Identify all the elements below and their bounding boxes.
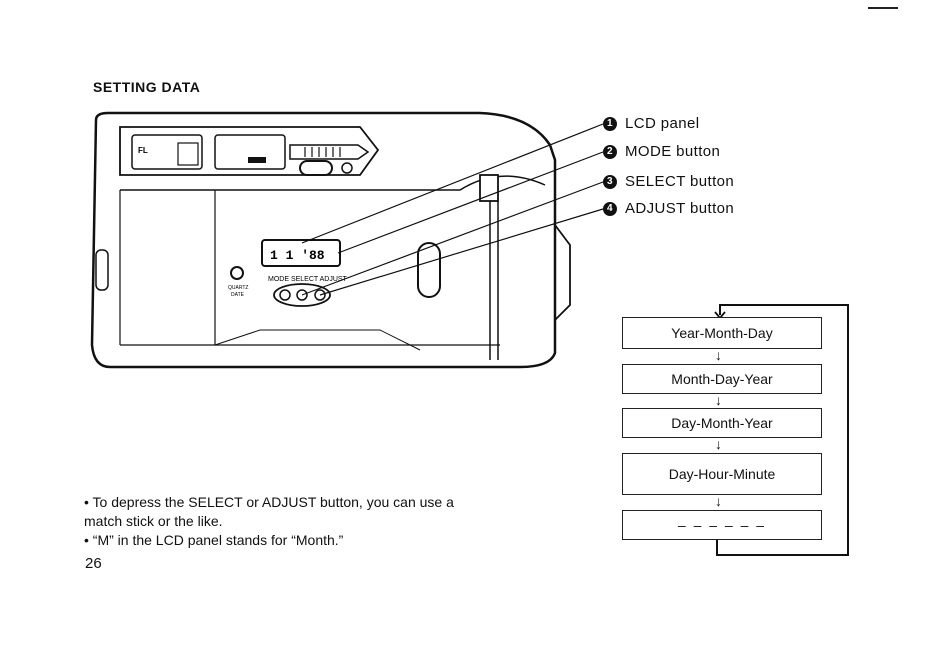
callout-label: LCD panel <box>625 115 700 132</box>
callout-number: 4 <box>603 201 617 216</box>
callout-label: SELECT button <box>625 173 735 190</box>
flow-arrow-2: ↓ <box>715 392 722 408</box>
shutter-button <box>299 160 333 176</box>
flow-step-blank: – – – – – – <box>622 510 822 540</box>
camera-illustration: FL 1 1 '88 MODE SELECT ADJUST QUARTZ DAT… <box>90 111 604 369</box>
zoom-switch <box>289 144 370 160</box>
viewfinder-window <box>214 134 286 170</box>
callout-number: 1 <box>603 116 617 131</box>
flow-arrow-3: ↓ <box>715 436 722 452</box>
flow-step-month-day-year: Month-Day-Year <box>622 364 822 394</box>
callout-label: MODE button <box>625 143 721 160</box>
notes: • To depress the SELECT or ADJUST button… <box>84 493 464 550</box>
flow-arrow-1: ↓ <box>715 347 722 363</box>
strap-slot <box>417 242 441 298</box>
quartz-date-logo <box>230 266 244 280</box>
callout-adjust-button: 4 ADJUST button <box>603 200 734 217</box>
lcd-readout: 1 1 '88 <box>270 248 325 263</box>
page-heading: SETTING DATA <box>93 79 201 95</box>
svg-text:DATE: DATE <box>231 292 245 298</box>
leader-lines <box>301 123 604 296</box>
callout-number: 3 <box>603 174 617 189</box>
note-item: • “M” in the LCD panel stands for “Month… <box>84 532 344 548</box>
flow-step-year-month-day: Year-Month-Day <box>622 317 822 349</box>
camera-button-labels: MODE SELECT ADJUST <box>268 276 348 283</box>
lcd-panel <box>261 239 341 267</box>
note-item: • To depress the SELECT or ADJUST button… <box>84 494 454 529</box>
flash-label: FL <box>138 146 148 155</box>
callout-select-button: 3 SELECT button <box>603 173 734 190</box>
callout-mode-button: 2 MODE button <box>603 143 720 160</box>
flow-arrow-4: ↓ <box>715 493 722 509</box>
callout-lcd-panel: 1 LCD panel <box>603 115 699 132</box>
top-rule <box>868 7 898 9</box>
mode-button <box>279 289 291 301</box>
svg-text:QUARTZ: QUARTZ <box>228 285 248 291</box>
callout-label: ADJUST button <box>625 200 735 217</box>
flow-step-day-month-year: Day-Month-Year <box>622 408 822 438</box>
flow-step-day-hour-minute: Day-Hour-Minute <box>622 453 822 495</box>
callout-number: 2 <box>603 144 617 159</box>
page-number: 26 <box>85 555 102 572</box>
